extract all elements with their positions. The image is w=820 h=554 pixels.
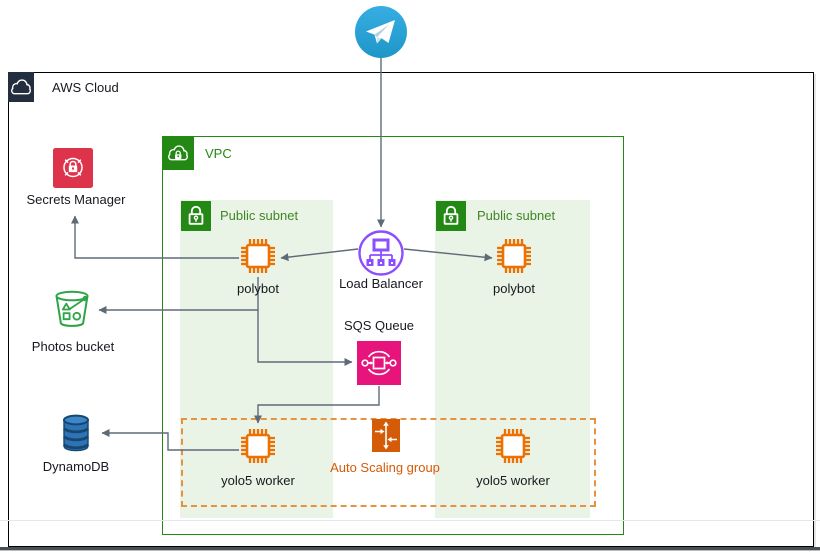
public-subnet-left-label: Public subnet (220, 208, 299, 223)
auto-scaling-icon[interactable] (372, 419, 400, 457)
s3-bucket-icon[interactable] (51, 287, 93, 338)
window-bottom-edge (0, 547, 820, 551)
aws-cloud-group[interactable] (8, 72, 814, 547)
yolo5-right-label: yolo5 worker (476, 473, 550, 488)
dynamodb-label: DynamoDB (42, 459, 110, 474)
vpc-label: VPC (205, 146, 232, 161)
aws-cloud-label: AWS Cloud (52, 80, 119, 95)
polybot-left-label: polybot (237, 281, 279, 296)
lock-icon (436, 201, 466, 231)
dynamodb-icon[interactable] (56, 412, 96, 459)
telegram-icon[interactable] (355, 6, 407, 63)
instance-chip-icon[interactable] (239, 427, 277, 470)
secrets-manager-label: Secrets Manager (26, 192, 126, 207)
public-subnet-right-label: Public subnet (477, 208, 556, 223)
aws-cloud-icon (8, 72, 34, 102)
instance-chip-icon[interactable] (495, 237, 533, 280)
secrets-manager-icon[interactable] (53, 148, 93, 193)
yolo5-left-label: yolo5 worker (221, 473, 295, 488)
sqs-icon[interactable] (357, 341, 401, 390)
sqs-queue-label: SQS Queue (343, 318, 415, 333)
load-balancer-label: Load Balancer (339, 276, 423, 291)
vpc-cloud-lock-icon (162, 136, 194, 170)
lock-icon (181, 201, 211, 231)
vpc-group[interactable] (162, 136, 624, 535)
auto-scaling-group-label: Auto Scaling group (330, 460, 440, 475)
page-boundary-line (0, 520, 820, 521)
load-balancer-icon[interactable] (357, 229, 405, 282)
instance-chip-icon[interactable] (494, 427, 532, 470)
instance-chip-icon[interactable] (239, 237, 277, 280)
photos-bucket-label: Photos bucket (31, 339, 115, 354)
polybot-right-label: polybot (493, 281, 535, 296)
